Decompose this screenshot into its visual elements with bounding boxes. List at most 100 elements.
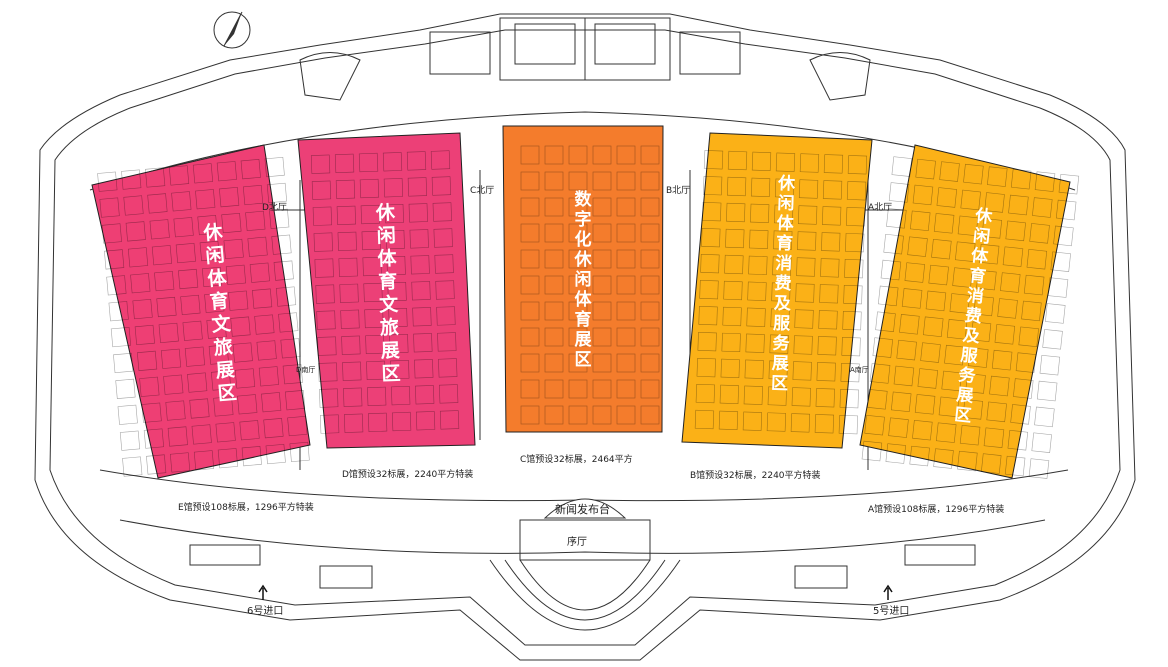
booth bbox=[249, 262, 270, 283]
booth bbox=[640, 353, 660, 373]
entrance-right-label: 5号进口 bbox=[873, 605, 909, 617]
zone-hall-b[interactable]: 休闲体育消费及服务展区 bbox=[681, 132, 873, 449]
zone-hall-c[interactable]: 数字化休闲体育展区 bbox=[502, 125, 664, 433]
booth bbox=[877, 285, 899, 307]
booth bbox=[931, 238, 952, 260]
booth bbox=[640, 301, 660, 321]
booth bbox=[875, 311, 896, 332]
booth bbox=[1045, 303, 1066, 324]
zone-hall-a[interactable]: 休闲体育消费及服务展区 bbox=[859, 144, 1080, 479]
booth bbox=[1005, 220, 1026, 242]
caption-hall-e: E馆预设108标展，1296平方特装 bbox=[178, 501, 314, 513]
booth bbox=[406, 151, 427, 171]
booth bbox=[228, 290, 249, 311]
booth bbox=[265, 443, 286, 465]
booth bbox=[391, 385, 411, 406]
zone-area[interactable] bbox=[859, 144, 1071, 479]
caption-hall-b: B馆预设32标展，2240平方特装 bbox=[690, 469, 821, 481]
booth bbox=[640, 249, 660, 269]
booth bbox=[592, 145, 612, 165]
booth bbox=[191, 424, 212, 445]
booth bbox=[241, 446, 262, 467]
zone-area[interactable] bbox=[91, 144, 311, 479]
booth bbox=[703, 150, 724, 170]
booth bbox=[817, 336, 837, 356]
booth bbox=[722, 306, 742, 327]
booth bbox=[206, 318, 227, 339]
booth bbox=[1047, 277, 1069, 298]
booth bbox=[319, 388, 339, 408]
booth bbox=[544, 197, 564, 217]
booth bbox=[976, 269, 997, 291]
booth bbox=[263, 418, 284, 439]
booth bbox=[861, 440, 883, 462]
booth bbox=[439, 410, 460, 430]
booth bbox=[744, 359, 764, 379]
booth bbox=[819, 284, 839, 304]
booth bbox=[939, 161, 960, 182]
booth bbox=[410, 255, 430, 275]
booth bbox=[409, 229, 429, 249]
booth bbox=[771, 282, 791, 302]
booth-grid bbox=[861, 156, 1080, 479]
booth bbox=[616, 171, 636, 191]
booth bbox=[269, 208, 290, 229]
booth bbox=[888, 417, 909, 438]
booth bbox=[592, 197, 612, 217]
booth bbox=[592, 353, 612, 373]
booth bbox=[412, 307, 432, 327]
booth bbox=[335, 179, 356, 199]
booth bbox=[1002, 246, 1024, 267]
booth bbox=[266, 182, 288, 204]
booth bbox=[197, 215, 218, 236]
booth bbox=[867, 389, 888, 410]
booth bbox=[822, 206, 842, 226]
zone-area[interactable] bbox=[297, 132, 476, 449]
booth bbox=[520, 405, 540, 425]
booth bbox=[201, 266, 223, 287]
booth bbox=[156, 296, 177, 318]
booth bbox=[341, 335, 361, 355]
booth bbox=[316, 310, 336, 330]
booth bbox=[747, 281, 767, 301]
booth bbox=[163, 374, 184, 395]
booth bbox=[909, 445, 930, 467]
zone-area[interactable] bbox=[502, 125, 664, 433]
booth bbox=[949, 293, 971, 314]
booth bbox=[1007, 430, 1029, 451]
booth bbox=[339, 283, 359, 303]
booth bbox=[388, 307, 408, 328]
zone-hall-e[interactable]: 休闲体育文旅展区 bbox=[91, 144, 311, 479]
booth bbox=[544, 379, 564, 399]
booth bbox=[946, 319, 968, 340]
booth bbox=[978, 243, 1000, 265]
booth bbox=[1015, 352, 1037, 373]
zone-title: 休闲体育消费及服务展区 bbox=[952, 205, 994, 427]
press-stage: 新闻发布台 bbox=[543, 498, 627, 519]
booth bbox=[720, 358, 740, 379]
booth bbox=[1034, 406, 1055, 428]
booth bbox=[169, 452, 191, 473]
booth bbox=[338, 257, 358, 277]
booth bbox=[234, 368, 256, 389]
booth bbox=[901, 288, 923, 309]
booth bbox=[261, 392, 282, 413]
booth bbox=[1010, 168, 1032, 190]
booth bbox=[154, 271, 175, 292]
booth bbox=[568, 145, 588, 165]
zone-area[interactable] bbox=[681, 132, 873, 449]
booth bbox=[147, 193, 168, 214]
booth bbox=[389, 333, 409, 354]
booth-grid bbox=[520, 145, 660, 425]
booth bbox=[223, 238, 244, 259]
booth bbox=[544, 353, 564, 373]
booth bbox=[568, 327, 588, 347]
booth bbox=[640, 197, 660, 217]
booth bbox=[544, 405, 564, 425]
booth-grid bbox=[310, 150, 460, 434]
booth bbox=[149, 219, 170, 240]
booth bbox=[314, 258, 334, 278]
zone-hall-d[interactable]: 休闲体育文旅展区 bbox=[297, 132, 476, 449]
booth bbox=[775, 152, 796, 172]
booth bbox=[568, 275, 588, 295]
